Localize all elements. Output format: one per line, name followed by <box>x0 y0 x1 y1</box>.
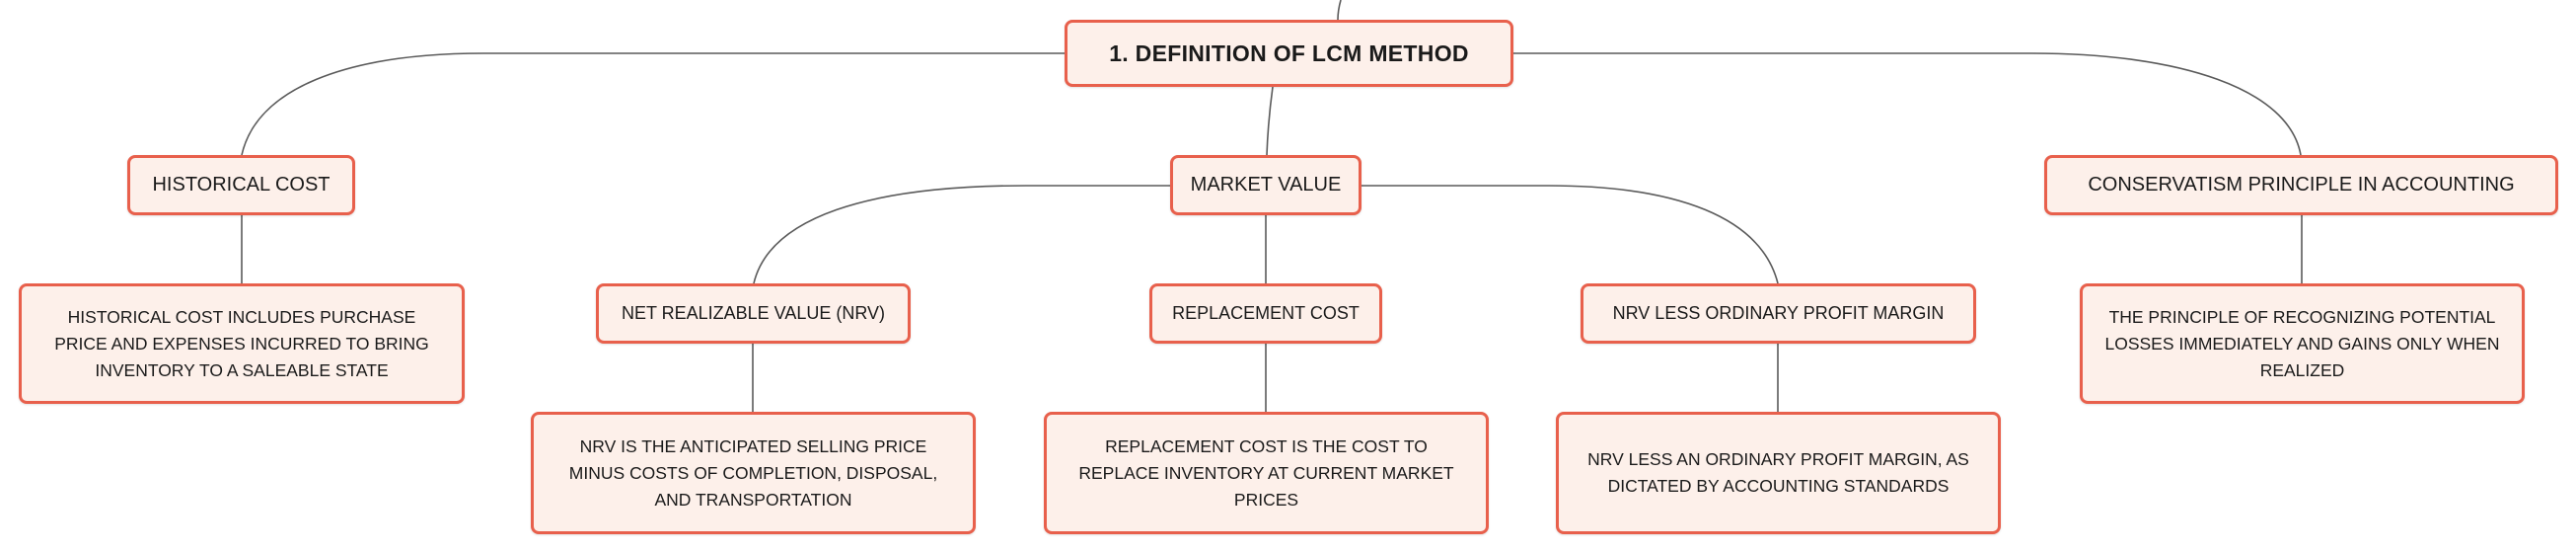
node-conservatism-principle[interactable]: CONSERVATISM PRINCIPLE IN ACCOUNTING <box>2044 155 2558 215</box>
desc-conservatism-principle[interactable]: THE PRINCIPLE OF RECOGNIZING POTENTIAL L… <box>2080 283 2525 404</box>
node-nrv-less-profit-margin[interactable]: NRV LESS ORDINARY PROFIT MARGIN <box>1581 283 1976 344</box>
node-nrv-less-profit-margin-label: NRV LESS ORDINARY PROFIT MARGIN <box>1612 303 1945 323</box>
connector-market-nrvless <box>1362 185 1779 284</box>
connector-incoming <box>1337 0 1342 21</box>
node-replacement-cost[interactable]: REPLACEMENT COST <box>1149 283 1382 344</box>
connector-root-conservatism <box>1513 52 2302 156</box>
connector-root-market <box>1266 86 1274 156</box>
connector-market-nrv <box>753 185 1170 284</box>
node-conservatism-principle-label: CONSERVATISM PRINCIPLE IN ACCOUNTING <box>2088 174 2515 196</box>
connector-root-historical <box>241 52 1065 156</box>
node-replacement-cost-label: REPLACEMENT COST <box>1172 303 1360 323</box>
desc-nrv-less-profit-margin-text: NRV LESS AN ORDINARY PROFIT MARGIN, AS D… <box>1587 449 1969 496</box>
node-historical-cost-label: HISTORICAL COST <box>152 174 331 196</box>
node-historical-cost[interactable]: HISTORICAL COST <box>127 155 355 215</box>
node-market-value[interactable]: MARKET VALUE <box>1170 155 1362 215</box>
desc-replacement-cost-text: REPLACEMENT COST IS THE COST TO REPLACE … <box>1078 435 1454 510</box>
desc-nrv-less-profit-margin[interactable]: NRV LESS AN ORDINARY PROFIT MARGIN, AS D… <box>1556 412 2001 534</box>
desc-net-realizable-value[interactable]: NRV IS THE ANTICIPATED SELLING PRICE MIN… <box>531 412 976 534</box>
desc-replacement-cost[interactable]: REPLACEMENT COST IS THE COST TO REPLACE … <box>1044 412 1489 534</box>
node-net-realizable-value-label: NET REALIZABLE VALUE (NRV) <box>621 303 886 323</box>
root-node-label: 1. DEFINITION OF LCM METHOD <box>1109 39 1469 66</box>
node-net-realizable-value[interactable]: NET REALIZABLE VALUE (NRV) <box>596 283 911 344</box>
root-node[interactable]: 1. DEFINITION OF LCM METHOD <box>1065 20 1513 87</box>
desc-historical-cost-text: HISTORICAL COST INCLUDES PURCHASE PRICE … <box>54 306 429 380</box>
node-market-value-label: MARKET VALUE <box>1190 174 1342 196</box>
desc-conservatism-principle-text: THE PRINCIPLE OF RECOGNIZING POTENTIAL L… <box>2104 306 2500 380</box>
desc-historical-cost[interactable]: HISTORICAL COST INCLUDES PURCHASE PRICE … <box>19 283 465 404</box>
desc-net-realizable-value-text: NRV IS THE ANTICIPATED SELLING PRICE MIN… <box>568 435 938 510</box>
